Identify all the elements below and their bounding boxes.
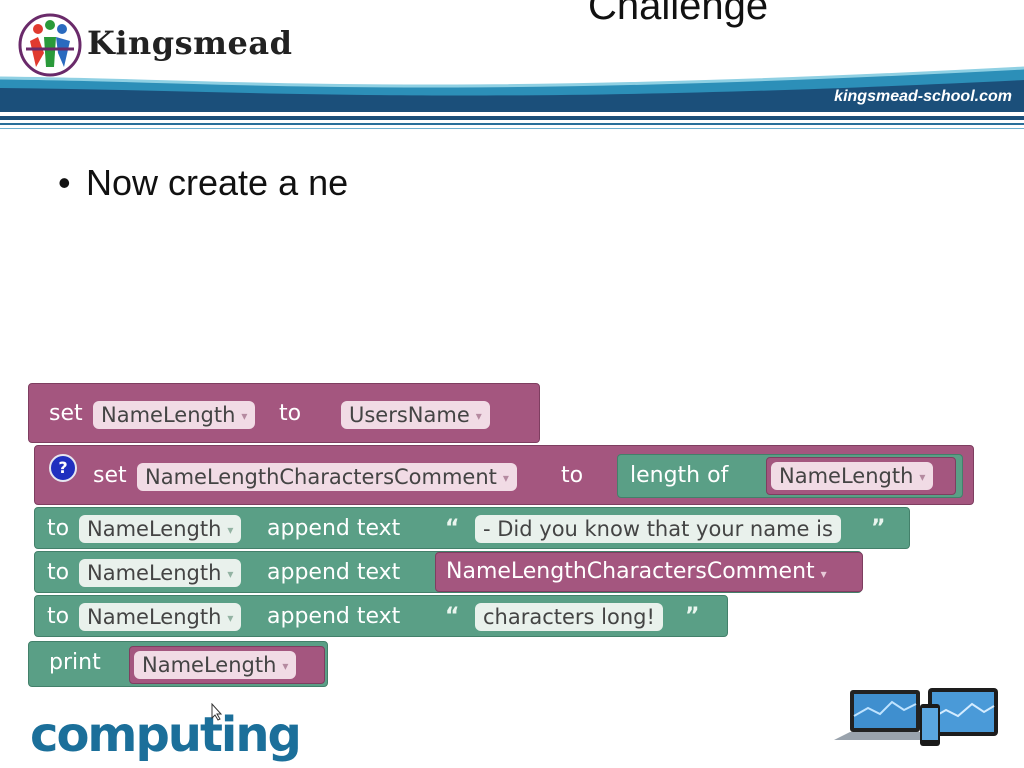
open-quote: “ xyxy=(445,604,460,629)
append-text-label: append text xyxy=(267,560,401,585)
text-input[interactable]: - Did you know that your name is xyxy=(475,515,841,543)
bullet-symbol: • xyxy=(58,162,71,203)
to-keyword: to xyxy=(47,604,70,629)
bullet-item: • Now create a ne xyxy=(58,162,348,204)
append-block-3[interactable]: to NameLength▾ append text “ characters … xyxy=(34,595,728,637)
site-url[interactable]: kingsmead-school.com xyxy=(834,88,1012,105)
print-keyword: print xyxy=(49,650,101,675)
print-block[interactable]: print NameLength▾ xyxy=(28,641,328,687)
text-input[interactable]: characters long! xyxy=(475,603,663,631)
set-block-2[interactable]: ? set NameLengthCharactersComment▾ to le… xyxy=(34,445,974,505)
to-keyword: to xyxy=(47,516,70,541)
close-quote: ” xyxy=(871,516,886,541)
code-blocks-image: set NameLength▾ to UsersName▾ ? set Name… xyxy=(28,383,978,689)
help-icon[interactable]: ? xyxy=(49,454,77,482)
variable-dropdown[interactable]: NameLength▾ xyxy=(79,603,242,631)
variable-get-block[interactable]: NameLength▾ xyxy=(766,457,956,495)
set-keyword: set xyxy=(93,463,127,488)
variable-dropdown[interactable]: NameLength▾ xyxy=(79,515,242,543)
variable-get-block[interactable]: NameLength▾ xyxy=(129,646,325,684)
value-label: NameLengthCharactersComment▾ xyxy=(446,559,827,584)
value-dropdown[interactable]: NameLength▾ xyxy=(134,651,297,679)
slide-title: Challenge xyxy=(588,0,769,28)
close-quote: ” xyxy=(685,604,700,629)
variable-dropdown[interactable]: NameLength▾ xyxy=(79,559,242,587)
value-dropdown[interactable]: UsersName▾ xyxy=(341,401,490,429)
set-keyword: set xyxy=(49,401,83,426)
mouse-cursor-icon xyxy=(211,703,223,721)
variable-dropdown[interactable]: NameLengthCharactersComment▾ xyxy=(137,463,517,491)
append-block-1[interactable]: to NameLength▾ append text “ - Did you k… xyxy=(34,507,910,549)
to-keyword: to xyxy=(561,463,584,488)
append-text-label: append text xyxy=(267,604,401,629)
value-dropdown[interactable]: NameLength▾ xyxy=(771,462,934,490)
bullet-text: Now create a ne xyxy=(86,162,349,203)
variable-dropdown[interactable]: NameLength▾ xyxy=(93,401,256,429)
set-block-1[interactable]: set NameLength▾ to UsersName▾ xyxy=(28,383,540,443)
devices-icon xyxy=(834,688,998,746)
header-banner xyxy=(0,66,1024,129)
append-text-label: append text xyxy=(267,516,401,541)
computing-logo: computing xyxy=(30,707,302,763)
open-quote: “ xyxy=(445,516,460,541)
variable-get-block[interactable]: NameLengthCharactersComment▾ xyxy=(435,552,863,592)
length-of-block[interactable]: length of NameLength▾ xyxy=(617,454,963,498)
kingsmead-logo-icon xyxy=(18,13,82,77)
length-of-label: length of xyxy=(630,463,729,488)
to-keyword: to xyxy=(47,560,70,585)
to-keyword: to xyxy=(279,401,302,426)
brand-name: Kingsmead xyxy=(87,24,293,62)
append-block-2[interactable]: to NameLength▾ append text NameLengthCha… xyxy=(34,551,863,593)
